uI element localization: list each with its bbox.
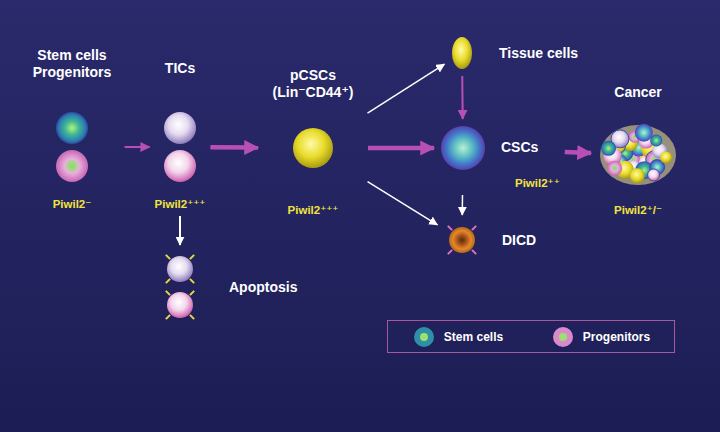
cell-spike [190, 315, 194, 319]
arrow-connector [368, 182, 438, 225]
expression-label: Piwil2⁺⁺⁺ [155, 197, 206, 211]
cell-illustration [52, 109, 92, 185]
cell-spike [166, 255, 170, 259]
arrow-connector [210, 145, 258, 150]
label-column: DICD [502, 232, 536, 249]
legend-swatch [553, 327, 573, 347]
tumor-cell [630, 168, 645, 183]
arrow-connector [368, 64, 445, 113]
legend-item: Progenitors [551, 326, 650, 348]
cell-node: Tissue cells [447, 33, 580, 73]
expression-label: Piwil2⁻ [53, 197, 92, 211]
cell-spike [472, 250, 476, 254]
arrow-connector [368, 146, 434, 151]
cell-spike [190, 291, 194, 295]
legend-item: Stem cells [412, 326, 503, 348]
cell-node: Apoptosis [155, 248, 299, 326]
arrow-connector [462, 195, 464, 215]
legend-box: Stem cells Progenitors [387, 320, 675, 353]
legend-text: Progenitors [583, 330, 650, 344]
swatch-nucleus [559, 333, 567, 341]
cell-spike [472, 226, 476, 230]
cell-label: TICs [165, 60, 195, 77]
cell-illustration [160, 109, 200, 185]
arrow-connector [565, 152, 591, 153]
cell-node: pCSCs (Lin⁻CD44⁺) Piwil2⁺⁺⁺ [261, 65, 365, 219]
legend-swatch-box [551, 326, 575, 348]
cell-shape [167, 292, 193, 318]
cell-shape [293, 128, 333, 168]
legend-text: Stem cells [444, 330, 503, 344]
cell-node: CSCsPiwil2⁺⁺ [437, 122, 562, 192]
cell-illustration [439, 124, 487, 172]
cell-shape [56, 150, 88, 182]
cell-node: CancerPiwil2⁺/⁻ [594, 82, 682, 219]
cell-shape [164, 112, 196, 144]
swatch-nucleus [420, 333, 428, 341]
cell-spike [190, 279, 194, 283]
legend-swatch-box [412, 326, 436, 348]
cell-shape [441, 126, 485, 170]
tumor-cell [648, 169, 660, 181]
tumor-cell [660, 151, 672, 163]
expression-label: Piwil2⁺⁺⁺ [288, 203, 339, 217]
cell-shape [164, 150, 196, 182]
expression-label: Piwil2⁺/⁻ [614, 203, 662, 217]
cell-illustration [449, 35, 475, 71]
cell-node: Stem cells ProgenitorsPiwil2⁻ [23, 45, 122, 213]
cell-label: Stem cells Progenitors [25, 47, 120, 81]
label-column: CSCsPiwil2⁺⁺ [501, 124, 560, 190]
label-column: Tissue cells [499, 45, 578, 62]
cell-label: Cancer [614, 84, 661, 101]
arrow-connector [125, 146, 150, 148]
cell-spike [166, 279, 170, 283]
cell-label: pCSCs (Lin⁻CD44⁺) [263, 67, 363, 101]
arrow-connector [179, 216, 181, 245]
label-column: Apoptosis [229, 279, 297, 296]
cell-node: TICsPiwil2⁺⁺⁺ [153, 58, 208, 213]
cell-illustration [442, 220, 482, 260]
cell-illustration [157, 250, 203, 324]
cell-shape [449, 227, 475, 253]
tumor-cell [601, 141, 616, 156]
tumor-cell [607, 161, 622, 176]
cell-node: DICD [440, 218, 538, 262]
cell-spike [448, 250, 452, 254]
legend-swatch [414, 327, 434, 347]
cell-spike [448, 226, 452, 230]
tumor-cell [635, 124, 653, 142]
cell-spike [190, 255, 194, 259]
expression-label: Piwil2⁺⁺ [515, 176, 560, 190]
cell-shape [452, 37, 472, 69]
cell-label: CSCs [501, 139, 538, 156]
cell-illustration [290, 125, 336, 171]
cell-spike [166, 315, 170, 319]
cell-label: Tissue cells [499, 45, 578, 62]
cell-label: Apoptosis [229, 279, 297, 296]
cell-shape [167, 256, 193, 282]
cell-shape [56, 112, 88, 144]
cell-illustration [596, 121, 680, 189]
arrow-connector [461, 76, 463, 119]
cell-spike [166, 291, 170, 295]
cell-label: DICD [502, 232, 536, 249]
